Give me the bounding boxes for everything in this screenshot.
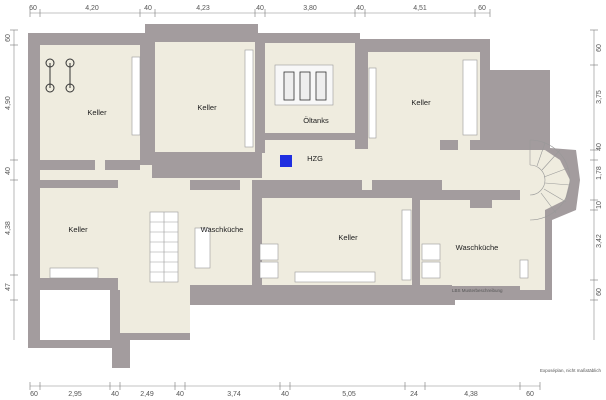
room-label-waschkueche-1: Waschküche: [201, 225, 244, 234]
dim-left-2: 40: [5, 167, 12, 175]
shelf-keller-4: [49, 267, 99, 279]
dim-right-6: 60: [596, 288, 603, 296]
shelf-keller-5a: [294, 271, 376, 283]
dimension-lines: [10, 9, 598, 390]
shelf-keller-5b: [401, 209, 412, 281]
dim-top-6: 40: [356, 5, 364, 12]
room-label-keller-5: Keller: [338, 233, 358, 242]
dim-right-5: 3,42: [596, 234, 603, 248]
floor-keller-2: [155, 42, 255, 152]
dim-right-3: 1,78: [596, 166, 603, 180]
shelf-keller-3a: [368, 67, 377, 139]
dim-top-1: 4,20: [85, 5, 99, 12]
floor-hallway: [40, 140, 570, 290]
dim-left-4: 47: [5, 283, 12, 291]
room-label-waschkueche-2: Waschküche: [456, 243, 499, 252]
dim-bottom-6: 40: [281, 391, 289, 398]
dim-right-2: 40: [596, 143, 603, 151]
dim-top-7: 4,51: [413, 5, 427, 12]
room-label-keller-1: Keller: [87, 108, 107, 117]
floors: [40, 42, 570, 340]
dim-top-0: 60: [29, 5, 37, 12]
dim-bottom-2: 40: [111, 391, 119, 398]
dim-left-1: 4,90: [5, 96, 12, 110]
dim-right-1: 3,75: [596, 90, 603, 104]
shelf-waschkueche-1: [194, 227, 211, 269]
dim-bottom-10: 60: [526, 391, 534, 398]
room-label-oeltanks: Öltanks: [303, 116, 329, 125]
floor-small-room: [40, 290, 110, 340]
room-label-keller-3: Keller: [411, 98, 431, 107]
washer-2: [259, 261, 279, 279]
washer-4: [421, 261, 441, 279]
sink: [519, 259, 529, 279]
dimensions-top: 60 4,20 40 4,23 40 3,80 40 4,51 60: [29, 5, 486, 12]
interior-walls: [40, 33, 492, 348]
shelf-keller-1: [131, 56, 141, 136]
washer-1: [259, 243, 279, 261]
floor-keller-3: [368, 52, 480, 144]
dim-bottom-3: 2,49: [140, 391, 154, 398]
dimensions-left: 60 4,90 40 4,38 47: [5, 34, 12, 291]
disclaimer: Exposéplan, nicht maßstäblich: [540, 368, 602, 373]
shelf-keller-2: [244, 49, 254, 148]
dim-bottom-4: 40: [176, 391, 184, 398]
dim-top-2: 40: [144, 5, 152, 12]
dim-right-0: 60: [596, 44, 603, 52]
heater-icon: [280, 155, 292, 167]
dim-top-5: 3,80: [303, 5, 317, 12]
room-label-hzg: HZG: [307, 154, 323, 163]
dim-top-8: 60: [478, 5, 486, 12]
dim-bottom-5: 3,74: [227, 391, 241, 398]
dim-left-0: 60: [5, 34, 12, 42]
dimensions-right: 60 3,75 40 1,78 10 3,42 60: [596, 44, 603, 296]
dim-bottom-0: 60: [30, 391, 38, 398]
floor-keller-1: [40, 45, 140, 162]
bicycle-icon: [45, 58, 75, 93]
dim-bottom-1: 2,95: [68, 391, 82, 398]
floor-keller-5: [262, 198, 412, 285]
room-labels: Keller Keller Öltanks Keller HZG Keller …: [68, 98, 498, 252]
dim-bottom-7: 5,05: [342, 391, 356, 398]
watermark: LBS Musterbeschreibung: [452, 288, 503, 293]
washer-3: [421, 243, 441, 261]
oil-tank-icons: [283, 71, 327, 101]
stairs-spiral: [529, 139, 571, 221]
stairs-main: [149, 211, 179, 283]
room-label-keller-2: Keller: [197, 103, 217, 112]
dim-bottom-8: 24: [410, 391, 418, 398]
shelf-keller-3b: [462, 59, 478, 136]
dimensions-bottom: 60 2,95 40 2,49 40 3,74 40 5,05 24 4,38 …: [30, 391, 534, 398]
floor-keller-4: [40, 188, 118, 278]
dim-top-3: 4,23: [196, 5, 210, 12]
dim-top-4: 40: [256, 5, 264, 12]
room-label-keller-4: Keller: [68, 225, 88, 234]
dim-right-4: 10: [596, 201, 603, 209]
dim-bottom-9: 4,38: [464, 391, 478, 398]
dim-left-3: 4,38: [5, 221, 12, 235]
